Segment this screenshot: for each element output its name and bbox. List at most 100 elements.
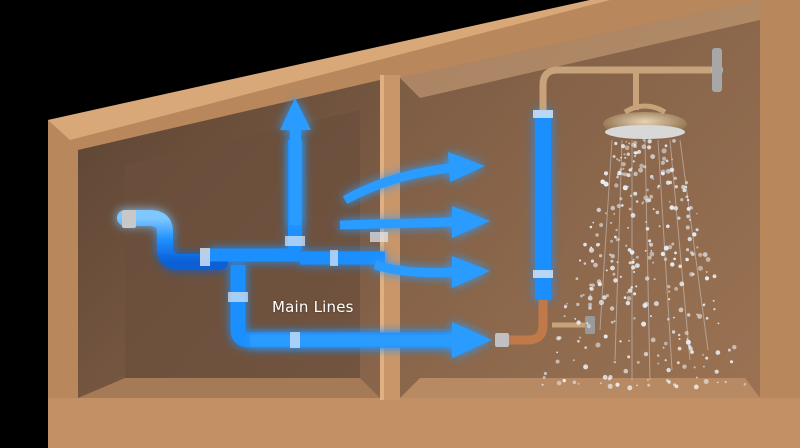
water-droplet: [622, 185, 628, 191]
water-droplet: [653, 301, 659, 307]
water-droplet: [703, 379, 709, 384]
water-droplet: [674, 287, 678, 291]
water-droplet: [667, 380, 671, 384]
water-droplet: [579, 259, 582, 262]
flow-arrows: [250, 98, 492, 358]
water-droplet: [663, 257, 668, 261]
water-droplet: [650, 154, 656, 160]
water-droplet: [625, 244, 628, 247]
water-droplet: [724, 380, 727, 384]
shower-head-icon: [603, 103, 687, 139]
water-droplet: [685, 339, 691, 345]
water-droplet: [621, 162, 626, 167]
water-droplet: [629, 250, 635, 255]
water-droplet: [686, 338, 689, 340]
water-droplet: [605, 294, 610, 298]
water-droplet: [562, 378, 566, 383]
water-droplet: [603, 334, 608, 339]
water-droplet: [623, 296, 627, 299]
water-droplet: [574, 318, 577, 320]
water-droplet: [715, 350, 721, 355]
water-droplet: [609, 306, 615, 311]
water-droplet: [641, 144, 647, 149]
water-droplet: [685, 195, 689, 199]
water-droplet: [598, 299, 605, 306]
water-droplet: [649, 174, 654, 179]
water-droplet: [592, 221, 595, 224]
water-droplet: [664, 341, 668, 346]
water-droplet: [596, 207, 601, 213]
pipe-fittings: [122, 110, 553, 348]
water-droplet: [684, 331, 689, 335]
water-droplet: [673, 206, 679, 211]
water-droplet: [633, 143, 637, 146]
arrow-right-icon: [250, 322, 492, 358]
water-droplet: [649, 251, 655, 257]
water-droplet: [630, 167, 633, 170]
water-droplet: [613, 320, 616, 323]
water-droplet: [614, 235, 617, 239]
water-droplet: [646, 188, 649, 192]
water-droplet: [730, 360, 733, 364]
water-droplet: [627, 385, 633, 391]
water-droplet: [628, 207, 632, 211]
water-droplet: [650, 337, 656, 343]
water-droplet: [678, 333, 681, 337]
water-droplet: [668, 298, 671, 301]
water-droplet: [667, 245, 673, 250]
water-droplet: [572, 359, 575, 362]
water-droplet: [645, 276, 650, 281]
water-droplet: [652, 177, 655, 180]
water-droplet: [610, 205, 616, 211]
water-droplet: [613, 278, 618, 283]
water-droplet: [605, 269, 608, 272]
water-droplet: [693, 366, 696, 369]
water-droplet: [643, 303, 648, 308]
water-droplet: [705, 316, 709, 320]
water-droplet: [704, 276, 710, 281]
water-droplet: [653, 278, 656, 281]
water-droplet: [705, 356, 709, 360]
water-droplet: [644, 249, 647, 252]
water-droplet: [602, 374, 608, 380]
water-droplet: [687, 313, 691, 317]
water-droplet: [679, 281, 685, 287]
water-droplet: [670, 262, 675, 267]
water-droplet: [686, 214, 690, 219]
water-droplet: [645, 227, 650, 231]
water-droplet: [622, 167, 625, 170]
water-droplet: [712, 299, 715, 302]
water-droplet: [658, 225, 661, 228]
water-droplet: [541, 383, 544, 386]
water-droplet: [668, 200, 671, 203]
water-droplet: [600, 179, 605, 185]
water-droplet: [743, 383, 747, 386]
water-droplet: [589, 294, 592, 296]
water-droplet: [615, 228, 618, 232]
water-droplet: [696, 313, 699, 316]
water-droplet: [624, 145, 630, 151]
water-droplet: [633, 271, 636, 273]
water-droplet: [668, 290, 671, 293]
water-droplet: [696, 246, 699, 249]
water-droplet: [662, 346, 665, 349]
water-droplet: [665, 180, 671, 185]
water-droplet: [584, 346, 588, 349]
main-lines-label: Main Lines: [272, 298, 354, 316]
water-droplet: [633, 292, 637, 296]
water-droplet: [572, 380, 577, 385]
water-droplet: [663, 245, 669, 251]
water-droplet: [638, 167, 644, 173]
water-droplet: [627, 355, 631, 359]
water-droplet: [589, 283, 593, 287]
water-droplet: [580, 294, 583, 298]
water-droplet: [577, 382, 580, 385]
water-droplet: [661, 148, 667, 154]
water-droplet: [705, 257, 711, 262]
water-droplet: [643, 195, 649, 201]
water-droplet: [647, 383, 651, 387]
water-droplet: [712, 274, 717, 279]
water-droplet: [667, 317, 670, 321]
water-droplet: [633, 317, 636, 320]
